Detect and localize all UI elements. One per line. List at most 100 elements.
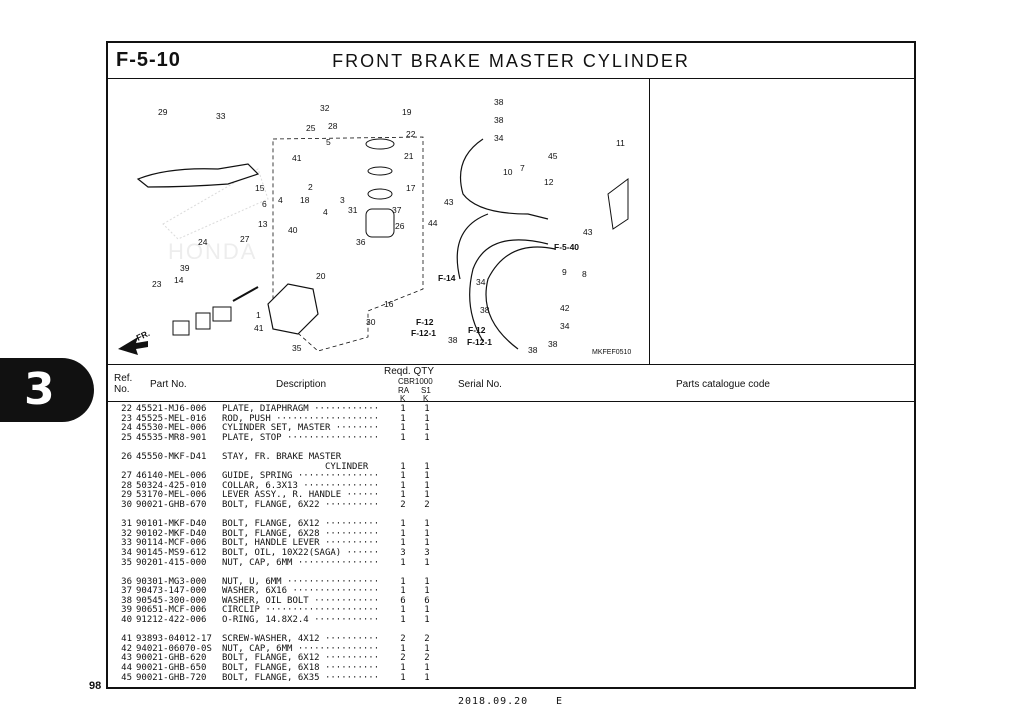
callout-label: 9 — [562, 267, 567, 277]
callout-label: 15 — [255, 183, 265, 193]
description-cell: BOLT, HANDLE LEVER ·········· — [222, 538, 380, 549]
part-no-cell: 45521-MJ6-006 — [136, 404, 207, 414]
qty-ra-cell: 1 — [400, 413, 406, 424]
part-no-cell: 45530-MEL-006 — [136, 423, 207, 434]
callout-label: 35 — [292, 343, 302, 353]
description-cell: BOLT, OIL, 10X22(SAGA) ······ — [222, 547, 380, 558]
description-cell: NUT, CAP, 6MM ··············· — [222, 557, 380, 568]
table-header: Ref. No. Part No. Description Reqd. QTY … — [108, 364, 914, 403]
callout-label: 34 — [494, 133, 504, 143]
qty-s1-cell: 1 — [424, 557, 430, 568]
callout-label: 37 — [392, 205, 402, 215]
col-desc: Description — [276, 379, 327, 390]
part-no-cell: 53170-MEL-006 — [136, 490, 207, 501]
master-cylinder-icon — [267, 283, 319, 335]
qty-s1-cell: 1 — [424, 490, 430, 501]
part-no-cell: 94021-06070-0S — [136, 643, 212, 654]
ref-cell: 27 — [121, 471, 132, 482]
ref-cell: 22 — [121, 404, 132, 414]
qty-ra-cell: 1 — [400, 471, 406, 482]
description-cell: STAY, FR. BRAKE MASTER — [222, 451, 342, 462]
page-number: 98 — [89, 680, 102, 692]
issue-date: 2018.09.20 — [458, 696, 529, 707]
callout-label: 34 — [560, 321, 570, 331]
part-no-cell: 90145-MS9-612 — [136, 547, 207, 558]
callout-label: 45 — [548, 151, 558, 161]
ref-cell: 34 — [121, 547, 132, 558]
qty-ra-cell: 3 — [400, 547, 406, 558]
col-ref: Ref. — [114, 373, 133, 384]
qty-ra-cell: 2 — [400, 653, 406, 664]
callout-label: F-12-1 — [411, 328, 436, 338]
part-no-cell: 50324-425-010 — [136, 480, 207, 491]
col-s1: S1 — [421, 386, 431, 395]
col-part: Part No. — [150, 379, 187, 390]
section-code: F-5-10 — [116, 49, 181, 71]
qty-ra-cell: 1 — [400, 423, 406, 434]
qty-ra-cell: 1 — [400, 557, 406, 568]
qty-s1-cell: 2 — [424, 634, 430, 645]
col-no: No. — [114, 384, 130, 395]
callout-label: 30 — [366, 317, 376, 327]
svg-text:HONDA: HONDA — [168, 239, 257, 264]
description-cell: BOLT, FLANGE, 6X18 ·········· — [222, 663, 380, 674]
qty-ra-cell: 2 — [400, 634, 406, 645]
description-cell: GUIDE, SPRING ··············· — [222, 471, 380, 482]
ref-cell: 28 — [121, 480, 132, 491]
callout-label: 39 — [180, 263, 190, 273]
callout-label: 17 — [406, 183, 416, 193]
ref-cell: 30 — [121, 499, 132, 510]
callout-label: 25 — [306, 123, 316, 133]
qty-ra-cell: 1 — [400, 605, 406, 616]
description-cell: BOLT, FLANGE, 6X35 ·········· — [222, 672, 380, 683]
part-no-cell: 46140-MEL-006 — [136, 471, 207, 482]
callout-label: 12 — [544, 177, 554, 187]
exploded-diagram-svg: HONDA — [118, 97, 631, 356]
ref-cell: 41 — [121, 634, 132, 645]
qty-ra-cell: 1 — [400, 461, 406, 472]
qty-ra-cell: 1 — [400, 432, 406, 443]
qty-ra-cell: 1 — [400, 615, 406, 626]
qty-ra-cell: 6 — [400, 595, 406, 606]
ref-cell: 23 — [121, 413, 132, 424]
ref-cell: 33 — [121, 538, 132, 549]
description-cell: BOLT, FLANGE, 6X28 ·········· — [222, 528, 380, 539]
qty-s1-cell: 1 — [424, 519, 430, 530]
callout-label: 38 — [494, 97, 504, 107]
callout-label: 6 — [262, 199, 267, 209]
part-no-cell: 90021-GHB-670 — [136, 499, 207, 510]
callout-label: 20 — [316, 271, 326, 281]
col-k2: K — [423, 394, 429, 403]
description-cell: ROD, PUSH ··················· — [222, 413, 380, 424]
callout-label: 33 — [216, 111, 226, 121]
col-serial: Serial No. — [458, 379, 502, 390]
callout-label: 23 — [152, 279, 162, 289]
callout-label: 24 — [198, 237, 208, 247]
qty-s1-cell: 3 — [424, 547, 430, 558]
sheet-header: F-5-10 FRONT BRAKE MASTER CYLINDER — [108, 43, 914, 79]
callout-label: 32 — [320, 103, 330, 113]
callout-label: 13 — [258, 219, 268, 229]
callout-label: 44 — [428, 218, 438, 228]
qty-s1-cell: 1 — [424, 528, 430, 539]
ref-cell: 36 — [121, 576, 132, 587]
callout-label: F-14 — [438, 273, 456, 283]
callout-label: F-12-1 — [467, 337, 492, 347]
part-no-cell: 90651-MCF-006 — [136, 605, 207, 616]
qty-ra-cell: 1 — [400, 586, 406, 597]
callout-label: 21 — [404, 151, 414, 161]
part-no-cell: 90101-MKF-D40 — [136, 519, 207, 530]
callout-label: 38 — [494, 115, 504, 125]
part-no-cell: 90201-415-000 — [136, 557, 207, 568]
svg-text:FR.: FR. — [135, 328, 152, 343]
callout-label: 14 — [174, 275, 184, 285]
exploded-diagram: HONDA — [108, 79, 650, 364]
qty-s1-cell: 1 — [424, 643, 430, 654]
parts-sheet: F-5-10 FRONT BRAKE MASTER CYLINDER HONDA — [106, 41, 916, 689]
callout-label: 1 — [256, 310, 261, 320]
part-no-cell: 90301-MG3-000 — [136, 576, 207, 587]
qty-ra-cell: 1 — [400, 480, 406, 491]
callout-label: 7 — [520, 163, 525, 173]
honda-watermark-icon: HONDA — [162, 168, 269, 264]
